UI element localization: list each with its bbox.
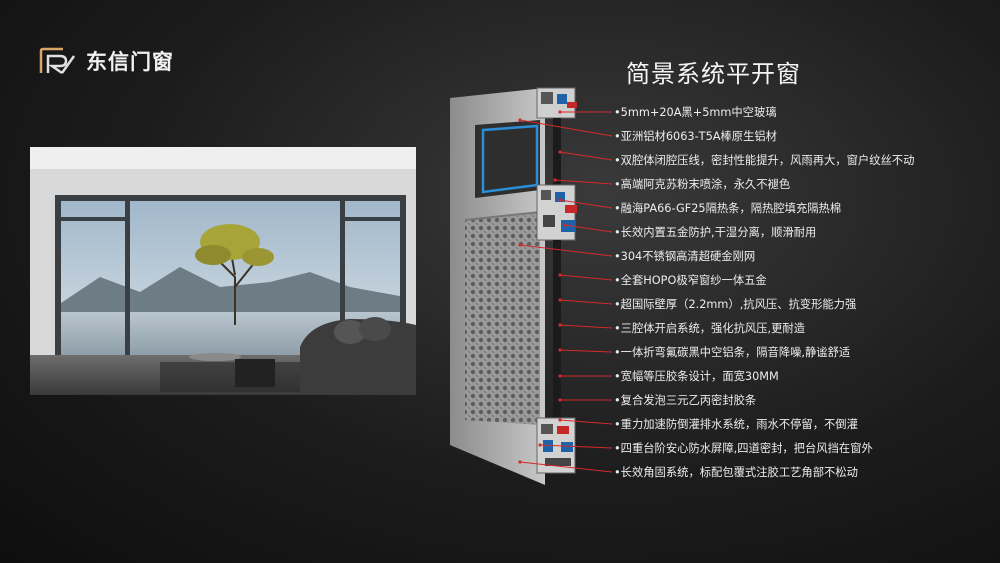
brand-logo: 东信门窗 (38, 46, 174, 76)
page-title: 简景系统平开窗 (626, 60, 801, 88)
brand-name: 东信门窗 (86, 50, 174, 74)
window-scene-photo (30, 147, 416, 395)
window-cross-section-diagram (445, 80, 615, 495)
logo-mark-icon (39, 47, 76, 75)
